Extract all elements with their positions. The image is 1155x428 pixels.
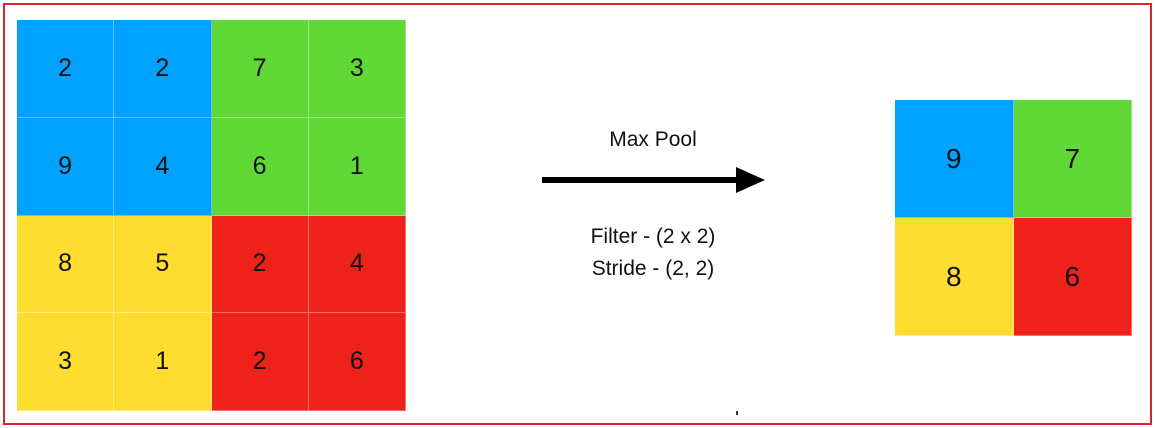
input-cell: 1 <box>308 117 406 216</box>
input-cell: 4 <box>308 215 406 314</box>
filter-label: Filter - (2 x 2) <box>590 225 716 248</box>
input-cell: 1 <box>114 313 212 411</box>
input-cell: 9 <box>17 117 115 216</box>
diagram-frame <box>3 3 1152 425</box>
right-arrow-icon <box>540 165 766 195</box>
input-cell: 2 <box>211 313 309 411</box>
input-cell: 6 <box>211 117 309 216</box>
input-cell: 4 <box>114 117 212 216</box>
input-cell: 2 <box>211 215 309 314</box>
input-cell: 8 <box>17 215 115 314</box>
output-cell: 8 <box>895 218 1014 336</box>
input-cell: 2 <box>17 20 115 118</box>
arrow-head <box>736 167 765 193</box>
operation-title: Max Pool <box>609 128 697 151</box>
input-cell: 3 <box>17 313 115 411</box>
stray-tick-mark <box>736 411 738 415</box>
stride-label: Stride - (2, 2) <box>591 257 715 280</box>
input-cell: 6 <box>308 313 406 411</box>
output-cell: 7 <box>1013 100 1132 218</box>
input-cell: 5 <box>114 215 212 314</box>
output-cell: 9 <box>895 100 1014 218</box>
input-cell: 7 <box>211 20 309 118</box>
input-cell: 3 <box>308 20 406 118</box>
output-cell: 6 <box>1013 218 1132 336</box>
input-cell: 2 <box>114 20 212 118</box>
